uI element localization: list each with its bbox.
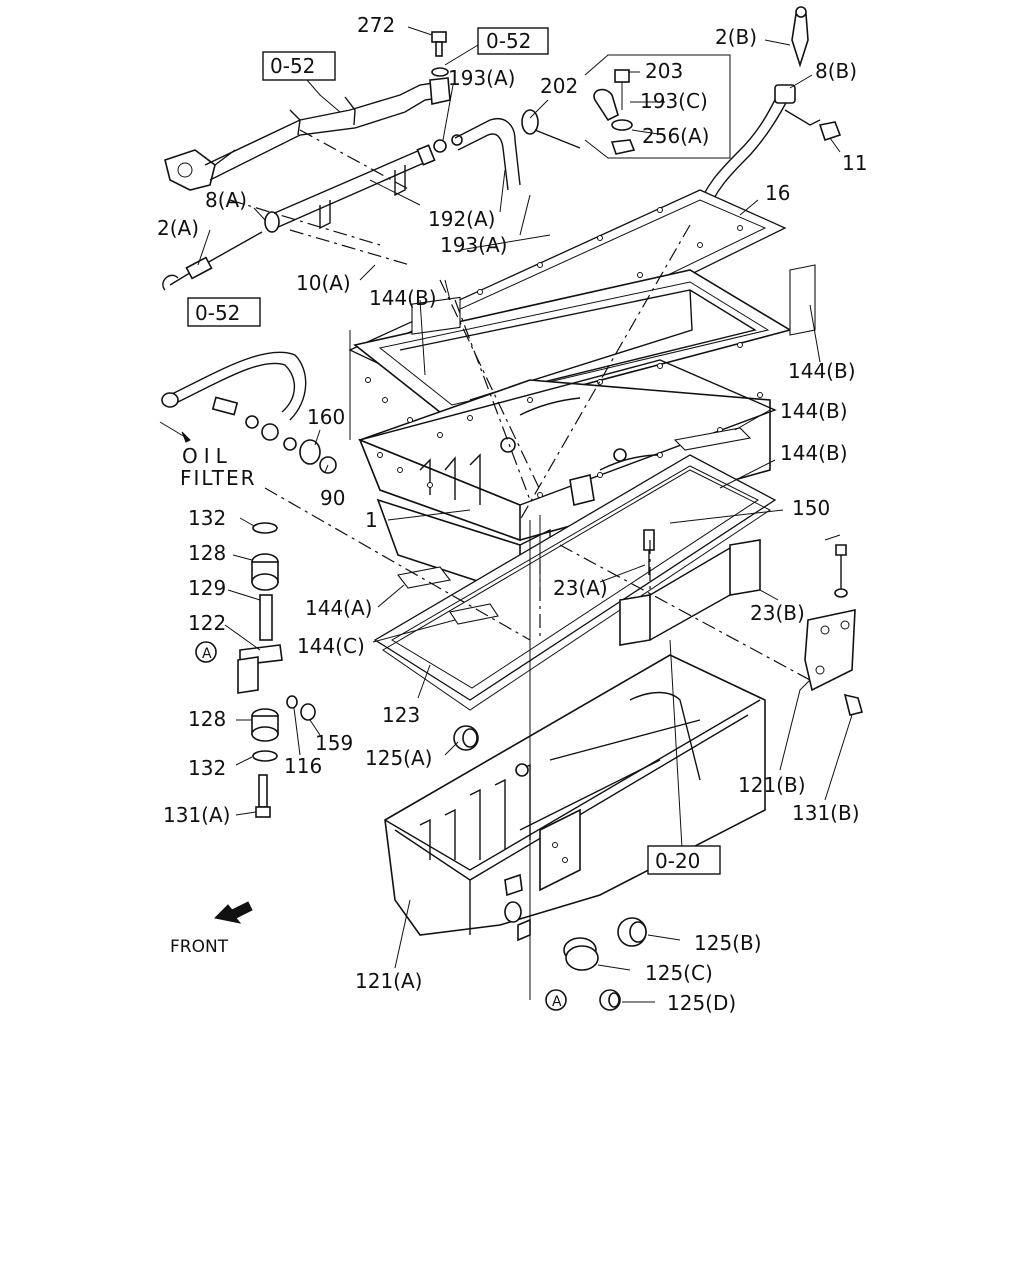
label-192a: 192(A): [428, 207, 495, 231]
rear-bracket-plate: [804, 609, 863, 716]
label-123: 123: [382, 703, 420, 727]
label-128-bottom: 128: [188, 707, 226, 731]
label-125c: 125(C): [645, 961, 713, 985]
label-150: 150: [792, 496, 830, 520]
label-193a-top: 193(A): [448, 66, 515, 90]
label-ref-052-top: 0-52: [486, 29, 531, 53]
upper-oil-pan: [353, 264, 816, 597]
label-filter: FILTER: [180, 466, 257, 490]
label-125a: 125(A): [365, 746, 432, 770]
marker-circle-a-2: [545, 989, 567, 1011]
label-116: 116: [284, 754, 322, 778]
label-129: 129: [188, 576, 226, 600]
ref-box-052-filter: [187, 297, 261, 327]
label-23b: 23(B): [750, 601, 805, 625]
bolt-272: [431, 31, 449, 77]
oil-filter-arrow-icon: [159, 421, 191, 443]
label-144b-3: 144(B): [780, 399, 848, 423]
ref-box-052-left: [262, 51, 336, 81]
label-2a: 2(A): [157, 216, 199, 240]
leader-lines: [197, 26, 853, 1003]
label-131a: 131(A): [163, 803, 230, 827]
label-121a: 121(A): [355, 969, 422, 993]
label-144b-4: 144(B): [780, 441, 848, 465]
label-125b: 125(B): [694, 931, 762, 955]
ref-box-020: [647, 845, 721, 875]
label-ref-052-left: 0-52: [270, 54, 315, 78]
bolts-23: [643, 529, 848, 598]
label-144a: 144(A): [305, 596, 372, 620]
construction-lines: [264, 179, 841, 1000]
lower-oil-pan: [384, 654, 766, 942]
mount-stack: [237, 522, 316, 818]
label-144b-2: 144(B): [788, 359, 856, 383]
label-193c: 193(C): [640, 89, 708, 113]
label-121b: 121(B): [738, 773, 806, 797]
label-oil: OIL: [182, 444, 233, 468]
label-circle-a-1: A: [202, 646, 212, 662]
marker-circle-a-1: [195, 641, 217, 663]
label-2b: 2(B): [715, 25, 757, 49]
label-8a: 8(A): [205, 188, 247, 212]
label-159: 159: [315, 731, 353, 755]
label-193a-bottom: 193(A): [440, 233, 507, 257]
label-front: FRONT: [170, 937, 229, 957]
label-8b: 8(B): [815, 59, 857, 83]
label-128-top: 128: [188, 541, 226, 565]
gauge-tube-assembly: [162, 77, 581, 291]
part-labels: 272 0-52 0-52 193(A) 202 203 193(C) 256(…: [157, 13, 867, 1015]
label-23a: 23(A): [553, 576, 608, 600]
label-256a: 256(A): [642, 124, 709, 148]
label-132-top: 132: [188, 506, 226, 530]
plugs-125: [453, 725, 647, 1011]
label-11: 11: [842, 151, 867, 175]
ref-box-052-top: [477, 27, 549, 55]
label-16: 16: [765, 181, 790, 205]
upper-pan-holes: [365, 342, 763, 498]
label-132-bottom: 132: [188, 756, 226, 780]
label-circle-a-2: A: [552, 994, 562, 1010]
label-1: 1: [365, 508, 378, 532]
label-90: 90: [320, 486, 345, 510]
label-203: 203: [645, 59, 683, 83]
label-272: 272: [357, 13, 395, 37]
oil-filter-hose: [161, 351, 337, 474]
label-ref-020: 0-20: [655, 849, 700, 873]
front-arrow-icon: [213, 901, 253, 924]
label-125d: 125(D): [667, 991, 736, 1015]
label-202: 202: [540, 74, 578, 98]
label-ref-052-filter: 0-52: [195, 301, 240, 325]
label-160: 160: [307, 405, 345, 429]
label-144c: 144(C): [297, 634, 365, 658]
label-122: 122: [188, 611, 226, 635]
label-144b-1: 144(B): [369, 286, 437, 310]
clamp-detail-box: [584, 54, 731, 159]
label-131b: 131(B): [792, 801, 860, 825]
label-10a: 10(A): [296, 271, 351, 295]
